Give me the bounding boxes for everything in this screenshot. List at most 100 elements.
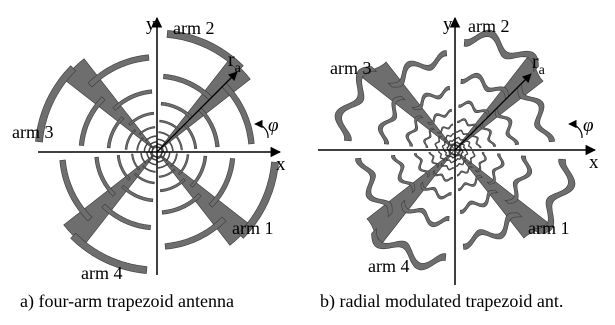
panel-b-x-label: x bbox=[589, 152, 599, 173]
panel-a-arm-1-tooth bbox=[158, 168, 176, 178]
panel-b-arm-1-tooth bbox=[456, 160, 467, 167]
panel-a-arm-3-tooth bbox=[143, 142, 149, 152]
panel-b-arm-4-label: arm 4 bbox=[368, 256, 409, 276]
panel-a-arm-2-tooth bbox=[163, 73, 213, 101]
panel-b-arm-1-tooth bbox=[459, 150, 464, 156]
panel-b-arm-3-tooth bbox=[441, 140, 448, 150]
panel-b-arm-4-tooth bbox=[440, 162, 454, 171]
panel-a-arm-2-tooth bbox=[167, 139, 174, 152]
panel-a-arm-3-tooth bbox=[136, 136, 144, 151]
panel-a-arm-2-tooth bbox=[173, 133, 183, 151]
panel-b-arm-4-tooth bbox=[391, 154, 416, 194]
panel-b-arm-3-tooth bbox=[427, 108, 452, 125]
panel-a-arm-2-tooth bbox=[166, 30, 244, 72]
panel-b-arm-4-tooth bbox=[445, 157, 455, 164]
panel-b-y-label: y bbox=[443, 14, 453, 35]
panel-b-arm-2-tooth bbox=[461, 142, 466, 150]
panel-a-arm-1-tooth bbox=[157, 155, 162, 159]
panel-b-arm-4-tooth bbox=[371, 227, 447, 271]
panel-a-arm-4-tooth bbox=[131, 153, 141, 171]
panel-b-arm-1-tooth bbox=[467, 151, 476, 165]
panel-a-caption: a) four-arm trapezoid antenna bbox=[20, 291, 235, 311]
panel-b-arm-1-tooth bbox=[459, 189, 499, 214]
panel-a-angle-label: φ bbox=[268, 115, 279, 136]
panel-a-arm-4-tooth bbox=[146, 152, 151, 160]
panel-b-arm-4-tooth bbox=[438, 151, 445, 162]
panel-b-arm-1-tooth bbox=[456, 166, 474, 177]
panel-a-arm-3-tooth bbox=[138, 126, 156, 136]
panel-a-arm-3-tooth bbox=[144, 135, 157, 142]
panel-b-arm-2-tooth bbox=[457, 118, 478, 131]
panel-a-arm-4-tooth bbox=[121, 184, 154, 203]
panel-b-arm-4-tooth bbox=[444, 150, 449, 158]
panel-b-arm-3-tooth bbox=[411, 86, 451, 111]
panel-b-arm-3-tooth bbox=[405, 115, 424, 147]
panel-a-arm-1-tooth bbox=[161, 152, 167, 159]
panel-b-arm-1-tooth bbox=[486, 153, 505, 185]
panel-b-arm-4-tooth bbox=[428, 151, 439, 169]
panel-a-arm-4-label: arm 4 bbox=[81, 263, 122, 283]
panel-a-arm-2-tooth bbox=[158, 131, 173, 139]
panel-a-arm-1-tooth bbox=[157, 158, 165, 163]
panel-a-arm-2-tooth bbox=[198, 107, 220, 148]
panel-a-arm-4-tooth bbox=[59, 159, 93, 222]
panel-a-radius-label: ra bbox=[228, 49, 242, 76]
panel-a-arm-4-tooth bbox=[133, 172, 155, 185]
panel-a-arm-4-tooth bbox=[147, 160, 157, 166]
panel-a-arm-4-tooth bbox=[141, 165, 156, 173]
panel-b-modulated-antenna: y x ra φ arm 1 arm 2 arm 3 arm 4 bbox=[318, 14, 599, 285]
panel-b-arm-1-tooth bbox=[504, 155, 533, 204]
panel-a-arm-1-tooth bbox=[157, 162, 170, 169]
panel-a-arm-2-tooth bbox=[183, 123, 198, 150]
panel-a-x-label: x bbox=[276, 154, 286, 175]
panel-a-arm-1-tooth bbox=[177, 154, 190, 176]
panel-a-arm-3-tooth bbox=[106, 116, 125, 149]
panel-b-arm-3-tooth bbox=[423, 127, 436, 148]
panel-b-arm-1-tooth bbox=[462, 212, 523, 250]
panel-a-arm-4-tooth bbox=[116, 154, 131, 181]
panel-b-arm-2-tooth bbox=[480, 122, 497, 147]
panel-a-arm-3-tooth bbox=[124, 128, 137, 150]
panel-b-arm-1-tooth bbox=[462, 150, 469, 160]
panel-a-arm-2-tooth bbox=[157, 138, 167, 144]
panel-b-arm-3-tooth bbox=[436, 123, 454, 134]
panel-a-arm-1-tooth bbox=[161, 193, 202, 215]
panel-b-arm-1-tooth bbox=[455, 156, 463, 161]
panel-a-arm-2-tooth bbox=[157, 142, 164, 148]
panel-a-trapezoid-antenna: y x ra φ arm 1 arm 2 arm 3 arm 4 bbox=[12, 14, 286, 283]
panel-a-arm-4-tooth bbox=[70, 232, 148, 274]
panel-a-angle-arrow bbox=[254, 119, 269, 139]
panel-b-radius-arrow bbox=[454, 73, 532, 151]
panel-a-y-label: y bbox=[146, 14, 156, 35]
panel-a-arm-4-tooth bbox=[101, 203, 151, 231]
panel-a-arm-1-tooth bbox=[208, 158, 236, 208]
panel-a-arm-3-label: arm 3 bbox=[12, 122, 53, 142]
panel-a-arm-3-tooth bbox=[87, 54, 150, 88]
panel-b-arm-4-tooth bbox=[420, 181, 452, 200]
panel-b-arm-4-tooth bbox=[401, 199, 450, 228]
panel-a-radius-arrow bbox=[156, 71, 238, 153]
panel-a-arm-1-label: arm 1 bbox=[232, 218, 273, 238]
panel-b-arm-2-tooth bbox=[455, 136, 465, 143]
panel-b-radius-label: ra bbox=[532, 51, 546, 78]
panel-b-arm-1-label: arm 1 bbox=[528, 218, 569, 238]
panel-a-arm-4-tooth bbox=[140, 152, 147, 165]
panel-b-arm-4-tooth bbox=[449, 154, 455, 159]
panel-b-arm-4-tooth bbox=[432, 169, 453, 182]
panel-b-arm-2-tooth bbox=[458, 100, 490, 119]
panel-a-arm-1-tooth bbox=[159, 178, 186, 193]
panel-b-arm-4-tooth bbox=[355, 157, 393, 218]
panel-a-arm-1-tooth bbox=[237, 161, 279, 239]
panel-a-arm-1-tooth bbox=[170, 153, 178, 168]
panel-a-arm-3-tooth bbox=[78, 96, 106, 146]
panel-a-arm-4-tooth bbox=[94, 156, 116, 197]
panel-b-arm-3-tooth bbox=[377, 96, 406, 145]
panel-b-arm-3-label: arm 3 bbox=[330, 58, 371, 78]
panel-a-arm-2-tooth bbox=[221, 82, 255, 145]
panel-b-arm-2-label: arm 2 bbox=[468, 16, 509, 36]
panel-b-arm-2-tooth bbox=[465, 138, 472, 149]
panel-b-arm-2-tooth bbox=[460, 72, 509, 101]
panel-a-arm-2-tooth bbox=[160, 101, 193, 120]
panel-b-arm-2-tooth bbox=[456, 129, 470, 138]
panel-a-arm-3-tooth bbox=[147, 145, 153, 152]
